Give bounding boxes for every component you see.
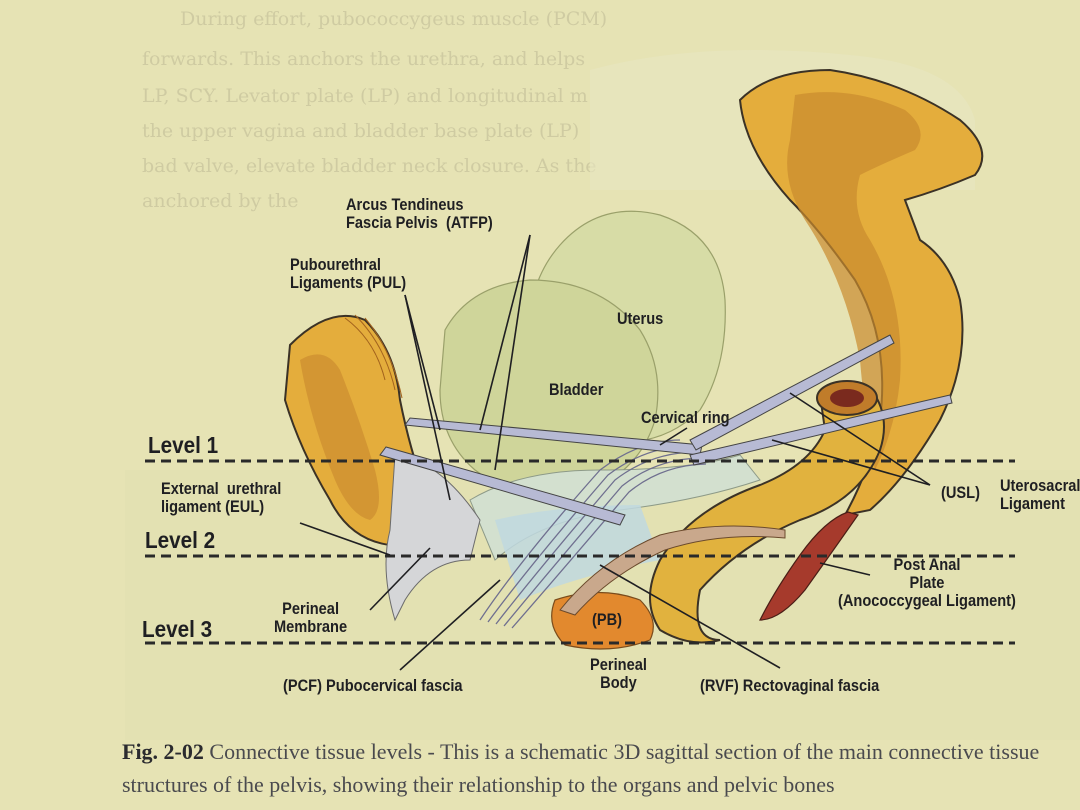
bleed-text-line-4: the upper vagina and bladder base plate … xyxy=(142,120,580,142)
bleed-text-line-3: LP, SCY. Levator plate (LP) and longitud… xyxy=(142,85,588,107)
post-anal-plate-shape xyxy=(759,511,859,621)
rectovaginal-fascia-shape xyxy=(559,525,786,616)
rectum-shape xyxy=(649,386,885,644)
bleed-text-line-1: During effort, pubococcygeus muscle (PCM… xyxy=(180,8,608,30)
label-pul: Pubourethral Ligaments (PUL) xyxy=(290,255,407,292)
figure-caption: Fig. 2-02 Connective tissue levels - Thi… xyxy=(122,735,1072,801)
sacrum-marrow xyxy=(787,92,921,471)
atfp-bar-lower xyxy=(379,446,626,526)
label-eul: External urethral ligament (EUL) xyxy=(161,479,282,516)
label-atfp: Arcus Tendineus Fascia Pelvis (ATFP) xyxy=(346,195,493,232)
label-pb: (PB) xyxy=(592,610,623,629)
leader-lines xyxy=(299,234,931,671)
bleed-text-line-6: anchored by the xyxy=(142,190,299,212)
pubic-bone-marrow xyxy=(300,354,379,520)
label-perineal-body: Perineal Body xyxy=(590,655,647,692)
label-post-anal-plate: Post Anal Plate (Anococcygeal Ligament) xyxy=(838,555,1016,610)
rectum-lumen-inner xyxy=(830,389,864,407)
label-level-2: Level 2 xyxy=(145,527,216,553)
label-level-3: Level 3 xyxy=(142,616,213,642)
pubic-bone-striations xyxy=(344,314,403,399)
label-pcf: (PCF) Pubocervical fascia xyxy=(283,676,463,695)
label-cervical-ring: Cervical ring xyxy=(641,408,730,427)
label-bladder: Bladder xyxy=(549,380,604,399)
label-perineal-membrane: Perineal Membrane xyxy=(274,599,348,636)
label-uterosacral-ligament: Uterosacral Ligament xyxy=(1000,476,1080,513)
caption-text: Connective tissue levels - This is a sch… xyxy=(122,739,1040,797)
bleed-text-line-2: forwards. This anchors the urethra, and … xyxy=(142,48,586,70)
label-usl: (USL) xyxy=(941,483,980,502)
usl-bar-upper xyxy=(689,334,895,451)
perineal-membrane-shape xyxy=(385,454,481,622)
caption-fig-number: Fig. 2-02 xyxy=(122,739,204,764)
label-rvf: (RVF) Rectovaginal fascia xyxy=(700,676,880,695)
bleed-text-line-5: bad valve, elevate bladder neck closure.… xyxy=(142,155,597,177)
label-level-1: Level 1 xyxy=(148,432,219,458)
label-uterus: Uterus xyxy=(617,309,664,328)
